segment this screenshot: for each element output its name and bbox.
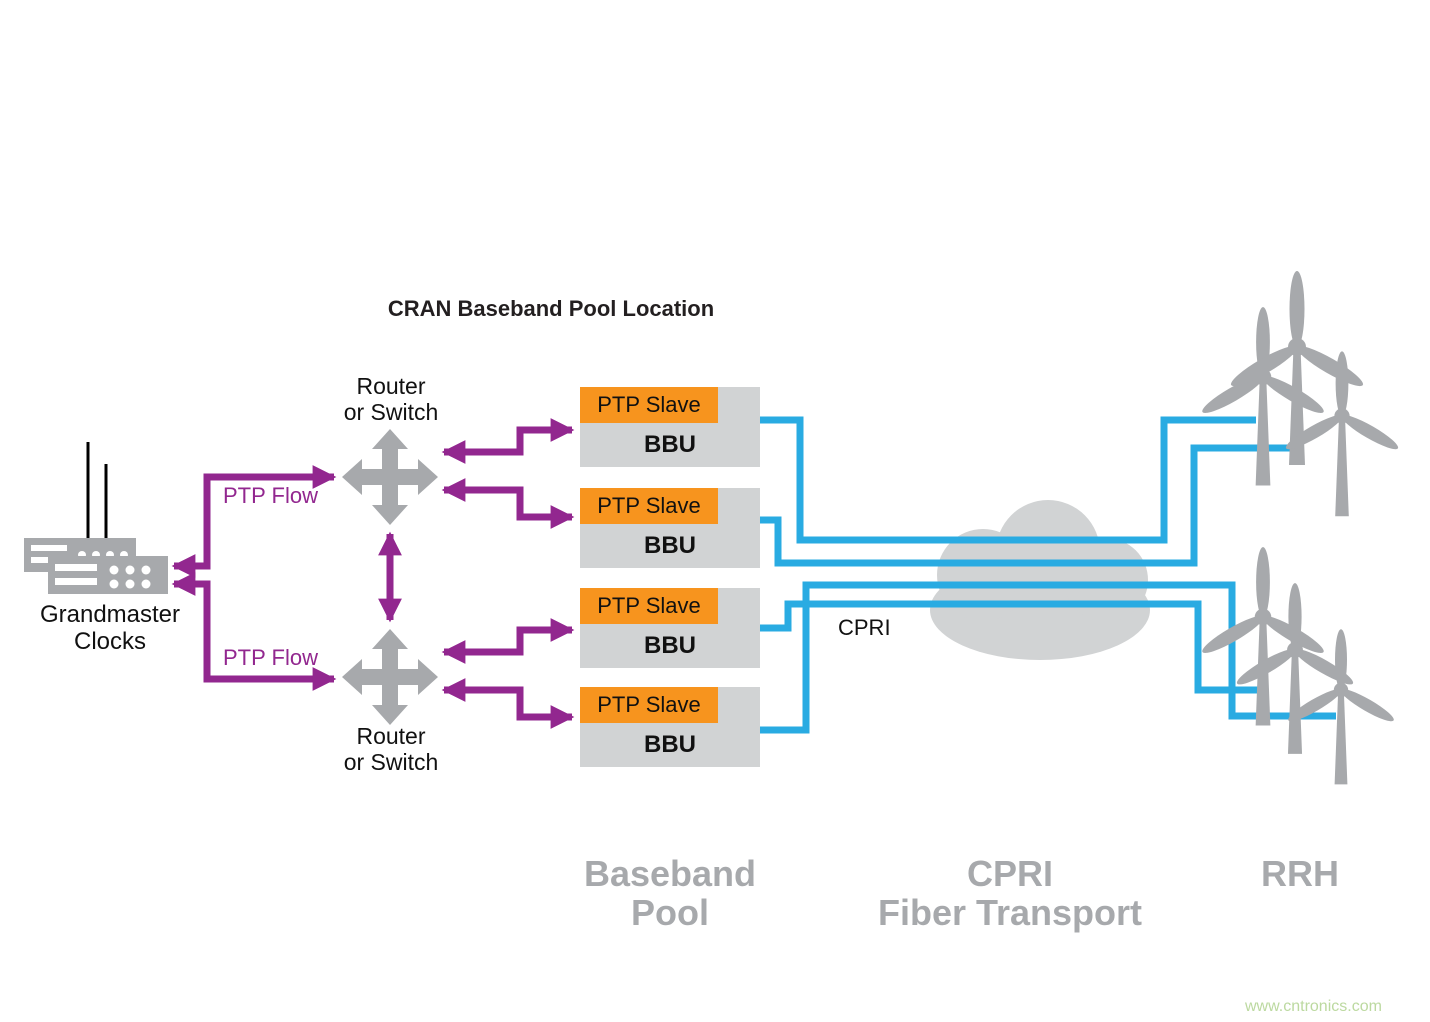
cpri-cloud-shape: [930, 500, 1150, 660]
ptp-slave-header-4: PTP Slave: [580, 687, 718, 723]
bbu-label-3: BBU: [644, 632, 696, 659]
router-top-label-line1: Router: [356, 373, 426, 399]
router-top-label-line2: or Switch: [343, 398, 439, 425]
router-switch-top-icon: [342, 429, 438, 525]
ptp-line-router-to-bbu4: [441, 678, 575, 729]
ptp-line-gm-to-top-router: [171, 465, 337, 578]
section-label-baseband-pool: Baseband Pool: [545, 853, 795, 933]
ptp-line-router-to-bbu3: [441, 618, 575, 664]
cpri-inline-label: CPRI: [838, 615, 891, 640]
ptp-flow-lines: [171, 418, 575, 729]
cpri-line-bbu2: [760, 444, 1290, 567]
cpri-transport-line2: Fiber Transport: [877, 891, 1143, 933]
bbu-label-1: BBU: [644, 431, 696, 458]
bbu-unit-3: PTP Slave BBU: [580, 588, 760, 668]
bbu-unit-1: PTP Slave BBU: [580, 387, 760, 467]
bbu-label-2: BBU: [644, 532, 696, 559]
rrh-turbines-top: [1198, 271, 1402, 517]
ptp-flow-top-label: PTP Flow: [223, 483, 318, 508]
bbu-unit-2: PTP Slave BBU: [580, 488, 760, 568]
grandmaster-label-line2: Clocks: [73, 627, 146, 655]
ptp-slave-header-2: PTP Slave: [580, 488, 718, 524]
cpri-fiber-lines: [760, 416, 1336, 734]
section-label-cpri-fiber-transport: CPRI Fiber Transport: [825, 853, 1195, 933]
grandmaster-clocks-label: Grandmaster Clocks: [18, 601, 202, 656]
ptp-line-router-to-bbu2: [441, 478, 575, 529]
diagram-title: CRAN Baseband Pool Location: [387, 296, 715, 321]
baseband-pool-line2: Pool: [631, 891, 709, 933]
cpri-line-bbu1: [760, 416, 1256, 544]
bbu-label-4: BBU: [644, 731, 696, 758]
router-bottom-label: Router or Switch: [318, 723, 464, 776]
grandmaster-clocks-icon: [24, 442, 168, 594]
cpri-transport-line1: CPRI: [966, 853, 1053, 894]
ptp-slave-header-3: PTP Slave: [580, 588, 718, 624]
cpri-line-bbu4: [760, 581, 1336, 734]
grandmaster-label-line1: Grandmaster: [39, 601, 181, 628]
ptp-flow-bottom-label: PTP Flow: [223, 645, 318, 670]
watermark-text: www.cntronics.com: [1245, 998, 1382, 1015]
baseband-pool-line1: Baseband: [583, 853, 757, 894]
ptp-line-gm-to-bottom-router: [171, 572, 337, 691]
ptp-slave-header-1: PTP Slave: [580, 387, 718, 423]
router-switch-bottom-icon: [342, 629, 438, 725]
router-top-label: Router or Switch: [318, 373, 464, 426]
router-bottom-label-line2: or Switch: [343, 748, 439, 775]
router-bottom-label-line1: Router: [356, 723, 426, 749]
ptp-line-router-to-bbu1: [441, 418, 575, 464]
bbu-unit-4: PTP Slave BBU: [580, 687, 760, 767]
cpri-line-bbu3: [760, 600, 1260, 694]
section-label-rrh: RRH: [1261, 853, 1339, 894]
